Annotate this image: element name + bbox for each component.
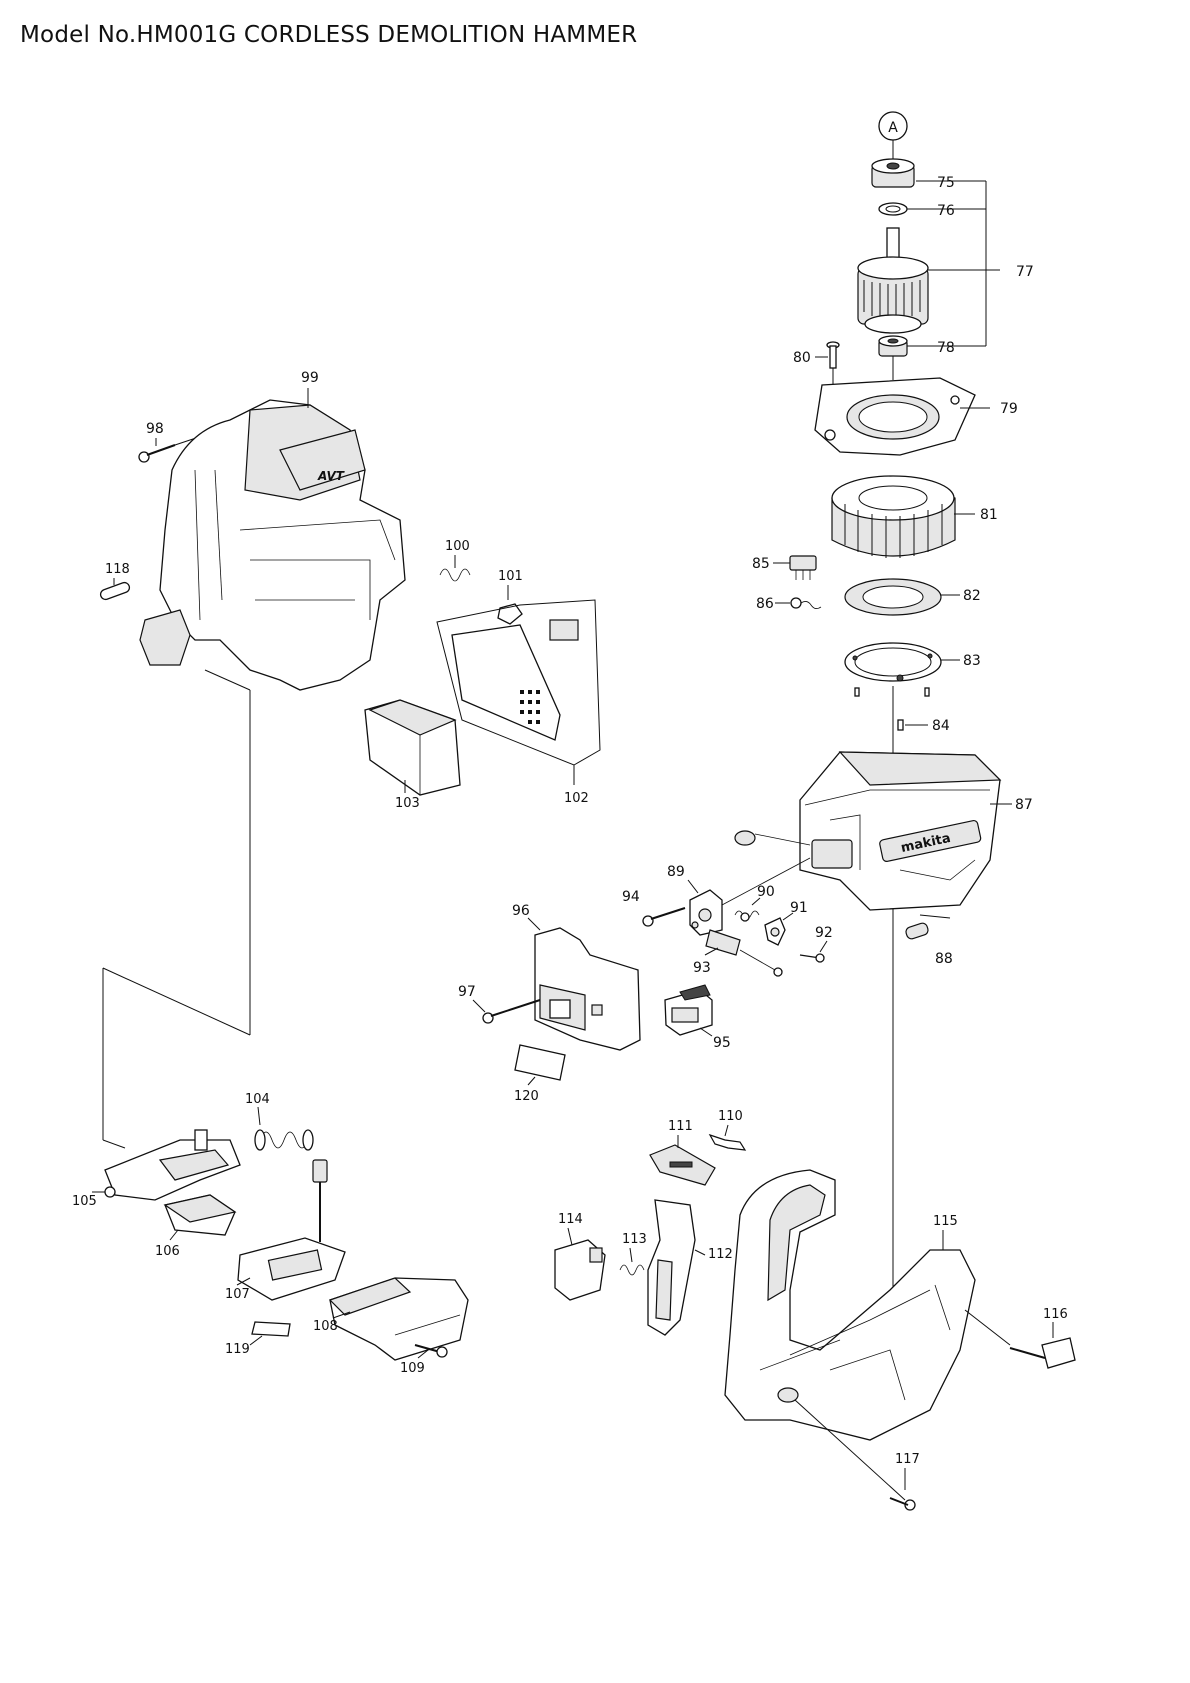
button-111 — [649, 1144, 716, 1186]
part-label-116: 116 — [1043, 1307, 1068, 1322]
part-label-79: 79 — [1000, 401, 1018, 417]
part-label-112: 112 — [708, 1247, 733, 1262]
screw-97 — [482, 999, 541, 1024]
trigger-112 — [647, 1199, 696, 1336]
part-label-89: 89 — [667, 864, 685, 880]
sensor-plate-82 — [844, 578, 942, 616]
washer-76 — [878, 202, 908, 216]
part-label-86: 86 — [756, 596, 774, 612]
part-label-110: 110 — [718, 1109, 743, 1124]
switch-block-95 — [664, 984, 713, 1036]
part-label-82: 82 — [963, 588, 981, 604]
spring-113 — [619, 1264, 645, 1276]
cover-96 — [534, 927, 641, 1051]
screw-92 — [799, 953, 825, 963]
clip-110 — [708, 1133, 747, 1151]
controller-102 — [436, 599, 601, 766]
part-label-105: 105 — [72, 1194, 97, 1209]
svg-text:A: A — [888, 120, 898, 136]
part-label-81: 81 — [980, 507, 998, 523]
connector-101 — [497, 603, 523, 625]
part-label-104: 104 — [245, 1092, 270, 1107]
part-label-101: 101 — [498, 569, 523, 584]
part-label-95: 95 — [713, 1035, 731, 1051]
reference-marker-a: A — [878, 111, 908, 160]
contact-93 — [705, 929, 783, 977]
label-120 — [514, 1044, 566, 1081]
part-label-92: 92 — [815, 925, 833, 941]
lever-91 — [764, 917, 786, 946]
screw-109 — [414, 1344, 448, 1358]
part-label-93: 93 — [693, 960, 711, 976]
part-label-88: 88 — [935, 951, 953, 967]
terminal-plate-107 — [237, 1159, 346, 1301]
plug-88 — [905, 914, 951, 940]
motor-housing-87: makita — [799, 751, 1002, 911]
screw-117 — [794, 1399, 916, 1511]
part-label-80: 80 — [793, 350, 811, 366]
part-label-107: 107 — [225, 1287, 250, 1302]
switch-114 — [554, 1239, 606, 1301]
lever-116 — [964, 1309, 1076, 1369]
part-label-120: 120 — [514, 1089, 539, 1104]
part-label-111: 111 — [668, 1119, 693, 1134]
motor-bracket-79 — [814, 377, 976, 456]
part-label-94: 94 — [622, 889, 640, 905]
part-label-83: 83 — [963, 653, 981, 669]
part-label-100: 100 — [445, 539, 470, 554]
bearing-78 — [878, 335, 908, 357]
spring-90 — [734, 910, 760, 922]
part-label-113: 113 — [622, 1232, 647, 1247]
spring-100 — [439, 568, 471, 582]
rotor-77 — [857, 227, 929, 334]
housing-99: AVT — [139, 399, 406, 691]
part-label-98: 98 — [146, 421, 164, 437]
part-label-75: 75 — [937, 175, 955, 191]
ring-83 — [844, 642, 942, 682]
part-label-108: 108 — [313, 1319, 338, 1334]
battery-rail-108 — [328, 1277, 469, 1361]
part-label-99: 99 — [301, 370, 319, 386]
part-label-119: 119 — [225, 1342, 250, 1357]
bar-106 — [163, 1194, 237, 1236]
avt-logo: AVT — [317, 469, 345, 483]
screw-94 — [642, 907, 686, 927]
part-label-115: 115 — [933, 1214, 958, 1229]
part-label-103: 103 — [395, 796, 420, 811]
latch-105 — [104, 1129, 241, 1201]
part-label-77: 77 — [1016, 264, 1034, 280]
part-label-90: 90 — [757, 884, 775, 900]
part-label-87: 87 — [1015, 797, 1033, 813]
switch-89 — [689, 889, 723, 936]
part-label-109: 109 — [400, 1361, 425, 1376]
part-label-106: 106 — [155, 1244, 180, 1259]
part-label-97: 97 — [458, 984, 476, 1000]
part-label-76: 76 — [937, 203, 955, 219]
part-label-118: 118 — [105, 562, 130, 577]
label-119 — [251, 1321, 291, 1337]
part-label-85: 85 — [752, 556, 770, 572]
part-label-84: 84 — [932, 718, 950, 734]
plug-left — [734, 830, 811, 846]
sensor-85 — [789, 555, 817, 580]
spring-104 — [254, 1129, 314, 1151]
pin-118 — [99, 581, 131, 601]
part-label-91: 91 — [790, 900, 808, 916]
part-label-78: 78 — [937, 340, 955, 356]
handle-115 — [724, 1169, 976, 1441]
guide-lines-left — [102, 669, 251, 1149]
screw-84 — [897, 719, 904, 731]
bearing-75 — [871, 158, 915, 188]
part-label-117: 117 — [895, 1452, 920, 1467]
cover-103 — [364, 699, 461, 796]
part-label-96: 96 — [512, 903, 530, 919]
screw-86 — [790, 597, 822, 609]
leader-75-78 — [907, 180, 1000, 347]
part-label-114: 114 — [558, 1212, 583, 1227]
part-label-102: 102 — [564, 791, 589, 806]
diagram-title: Model No.HM001G CORDLESS DEMOLITION HAMM… — [20, 22, 638, 48]
stator-81 — [831, 475, 956, 558]
